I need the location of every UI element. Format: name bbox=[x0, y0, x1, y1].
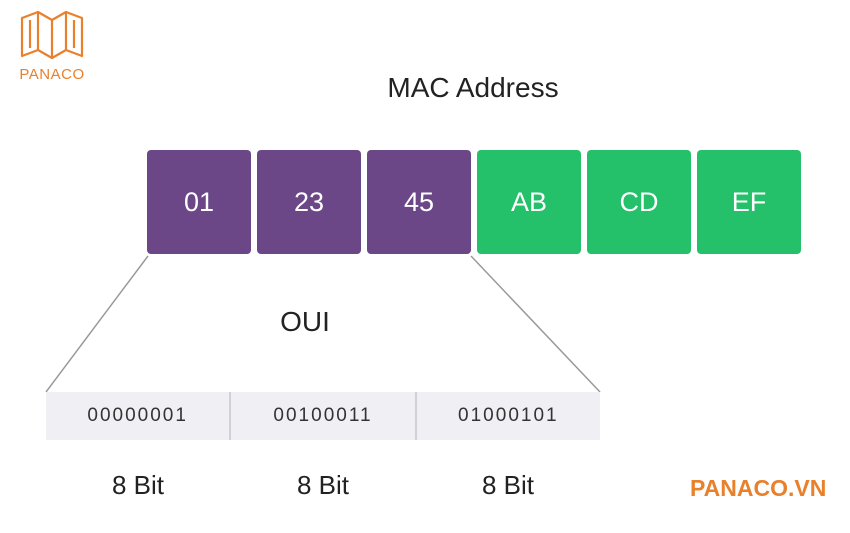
octet-4: AB bbox=[477, 150, 581, 254]
brand-watermark: PANACO.VN bbox=[690, 475, 827, 501]
logo-text: PANACO bbox=[19, 66, 85, 83]
open-book-icon bbox=[20, 10, 84, 60]
octet-2: 23 bbox=[257, 150, 361, 254]
diagram-title: MAC Address bbox=[387, 72, 559, 103]
octet-5: CD bbox=[587, 150, 691, 254]
bits-cell-3: 01000101 bbox=[414, 392, 600, 440]
bits-cell-2: 00100011 bbox=[229, 392, 414, 440]
bits-cell-1: 00000001 bbox=[87, 405, 188, 426]
bit-label-1: 8 Bit bbox=[111, 470, 165, 500]
oui-label: OUI bbox=[280, 306, 330, 337]
panaco-logo: PANACO bbox=[10, 8, 94, 84]
octet-6: EF bbox=[697, 150, 801, 254]
bits-bar: 00000001 00100011 01000101 bbox=[46, 392, 600, 440]
octet-3: 45 bbox=[367, 150, 471, 254]
bit-label-2: 8 Bit bbox=[296, 470, 350, 500]
bit-label-3: 8 Bit bbox=[481, 470, 535, 500]
octet-1: 01 bbox=[147, 150, 251, 254]
